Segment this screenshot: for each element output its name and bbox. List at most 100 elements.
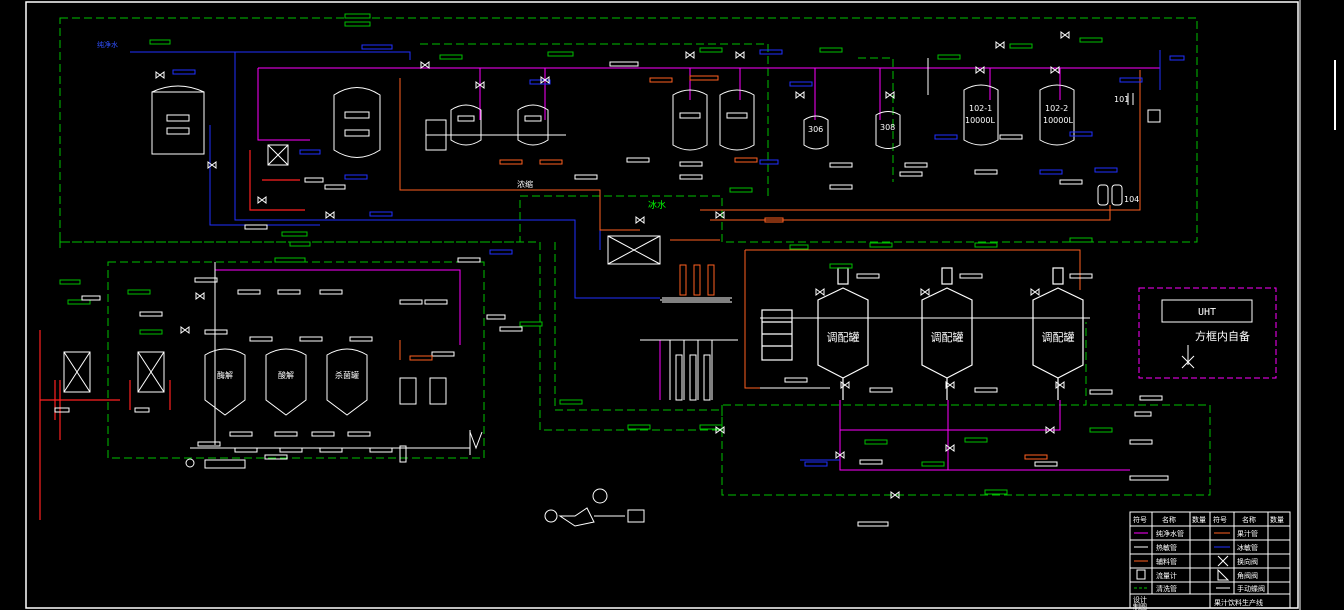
tag-box: [1119, 77, 1143, 83]
legend-header-name-2: 名称: [1242, 515, 1256, 524]
tag-box: [869, 387, 893, 393]
tag-box: [344, 174, 368, 180]
tank-102-2-label: 102-2: [1045, 104, 1068, 113]
tag-box: [344, 21, 371, 27]
tag-box: [289, 241, 311, 247]
tag-box: [1079, 37, 1103, 43]
tag-box: [499, 159, 523, 165]
legend-row-1-right: 果汁管: [1237, 529, 1258, 538]
tag-box: [679, 161, 703, 167]
tank-104-label: 104: [1124, 195, 1139, 204]
tag-box: [204, 329, 228, 335]
tag-box: [1089, 389, 1113, 395]
tag-box: [299, 149, 321, 155]
small-tank-2-label: 酸解: [278, 370, 294, 380]
tag-box: [899, 171, 923, 177]
tag-box: [279, 447, 303, 453]
legend-row-2-right: 冰敏管: [1237, 543, 1258, 552]
tank-102-2-volume: 10000L: [1043, 116, 1073, 125]
tank-102-1-volume: 10000L: [965, 116, 995, 125]
tag-box: [369, 447, 393, 453]
tag-box: [1169, 55, 1185, 61]
valve-icon: [890, 491, 900, 499]
tag-box: [974, 387, 998, 393]
white-pipes: [190, 58, 1090, 455]
tag-box: [299, 336, 323, 342]
tag-box: [244, 224, 268, 230]
tag-box: [127, 289, 151, 295]
pump-symbol: [544, 488, 645, 527]
tag-box: [361, 44, 393, 50]
tag-box: [234, 447, 258, 453]
valve-icon: [1050, 66, 1060, 74]
tank-102-1-label: 102-1: [969, 104, 992, 113]
legend-header-qty-1: 数量: [1192, 515, 1206, 524]
tag-box: [1039, 169, 1063, 175]
tag-box: [1134, 411, 1152, 417]
legend-row-5-right: 手动蝶阀: [1237, 584, 1265, 593]
tag-box: [349, 336, 373, 342]
tag-box: [829, 162, 853, 168]
tag-box: [921, 461, 945, 467]
instrument-tags: [54, 13, 1185, 527]
valve-icon: [1045, 426, 1055, 434]
uht-title: UHT: [1198, 307, 1216, 318]
tag-box: [197, 441, 221, 447]
tag-box: [829, 263, 853, 269]
tag-box: [347, 431, 371, 437]
tank-306-label: 306: [808, 125, 823, 134]
valve-icon: [1055, 381, 1065, 389]
tag-box: [1024, 454, 1048, 460]
tag-box: [759, 49, 783, 55]
tag-box: [304, 177, 324, 183]
legend-header-qty-2: 数量: [1270, 515, 1284, 524]
tag-box: [1129, 439, 1153, 445]
valve-icon: [835, 451, 845, 459]
valve-manifold: [648, 264, 738, 401]
tag-box: [734, 157, 758, 163]
tag-box: [277, 289, 301, 295]
tag-box: [431, 351, 455, 357]
tag-box: [529, 79, 551, 85]
ice-water-label: 冰水: [648, 199, 666, 211]
tag-box: [489, 249, 513, 255]
tag-box: [1069, 237, 1093, 243]
tag-box: [439, 54, 463, 60]
legend-row-2-left: 热敏管: [1156, 543, 1177, 552]
valve-icon: [635, 216, 645, 224]
tag-box: [399, 299, 423, 305]
tag-box: [274, 257, 306, 263]
valve-icon: [945, 381, 955, 389]
green-boundaries: [59, 17, 1211, 496]
tag-box: [344, 13, 371, 19]
tag-box: [324, 184, 346, 190]
tag-box: [819, 47, 843, 53]
valve-icon: [815, 288, 825, 296]
tag-box: [1089, 427, 1113, 433]
small-tank-3-label: 杀菌罐: [335, 370, 359, 380]
tag-box: [59, 279, 81, 285]
legend-header-symbol-1: 符号: [1133, 515, 1147, 524]
tag-box: [237, 289, 261, 295]
tag-box: [281, 231, 308, 237]
tag-box: [1069, 273, 1093, 279]
legend-row-4-right: 角阀阀: [1237, 571, 1258, 580]
footer-draw-label: 制图: [1133, 602, 1147, 610]
tag-box: [81, 295, 101, 301]
legend-header-name-1: 名称: [1162, 515, 1176, 524]
legend-row-5-left: 清洗管: [1156, 584, 1177, 593]
tag-box: [134, 407, 150, 413]
tag-box: [856, 273, 880, 279]
legend-row-3-left: 辅料管: [1156, 557, 1177, 566]
legend-header-symbol-2: 符号: [1213, 515, 1227, 524]
tag-box: [859, 459, 883, 465]
tag-box: [559, 399, 583, 405]
blending-tanks: [761, 267, 1084, 400]
tag-box: [574, 174, 598, 180]
evaporator-label: 浓缩: [517, 179, 533, 189]
valve-icon: [840, 381, 850, 389]
orange-pipes: [399, 70, 1141, 389]
valve-icon: [325, 211, 335, 219]
tag-box: [457, 257, 481, 263]
